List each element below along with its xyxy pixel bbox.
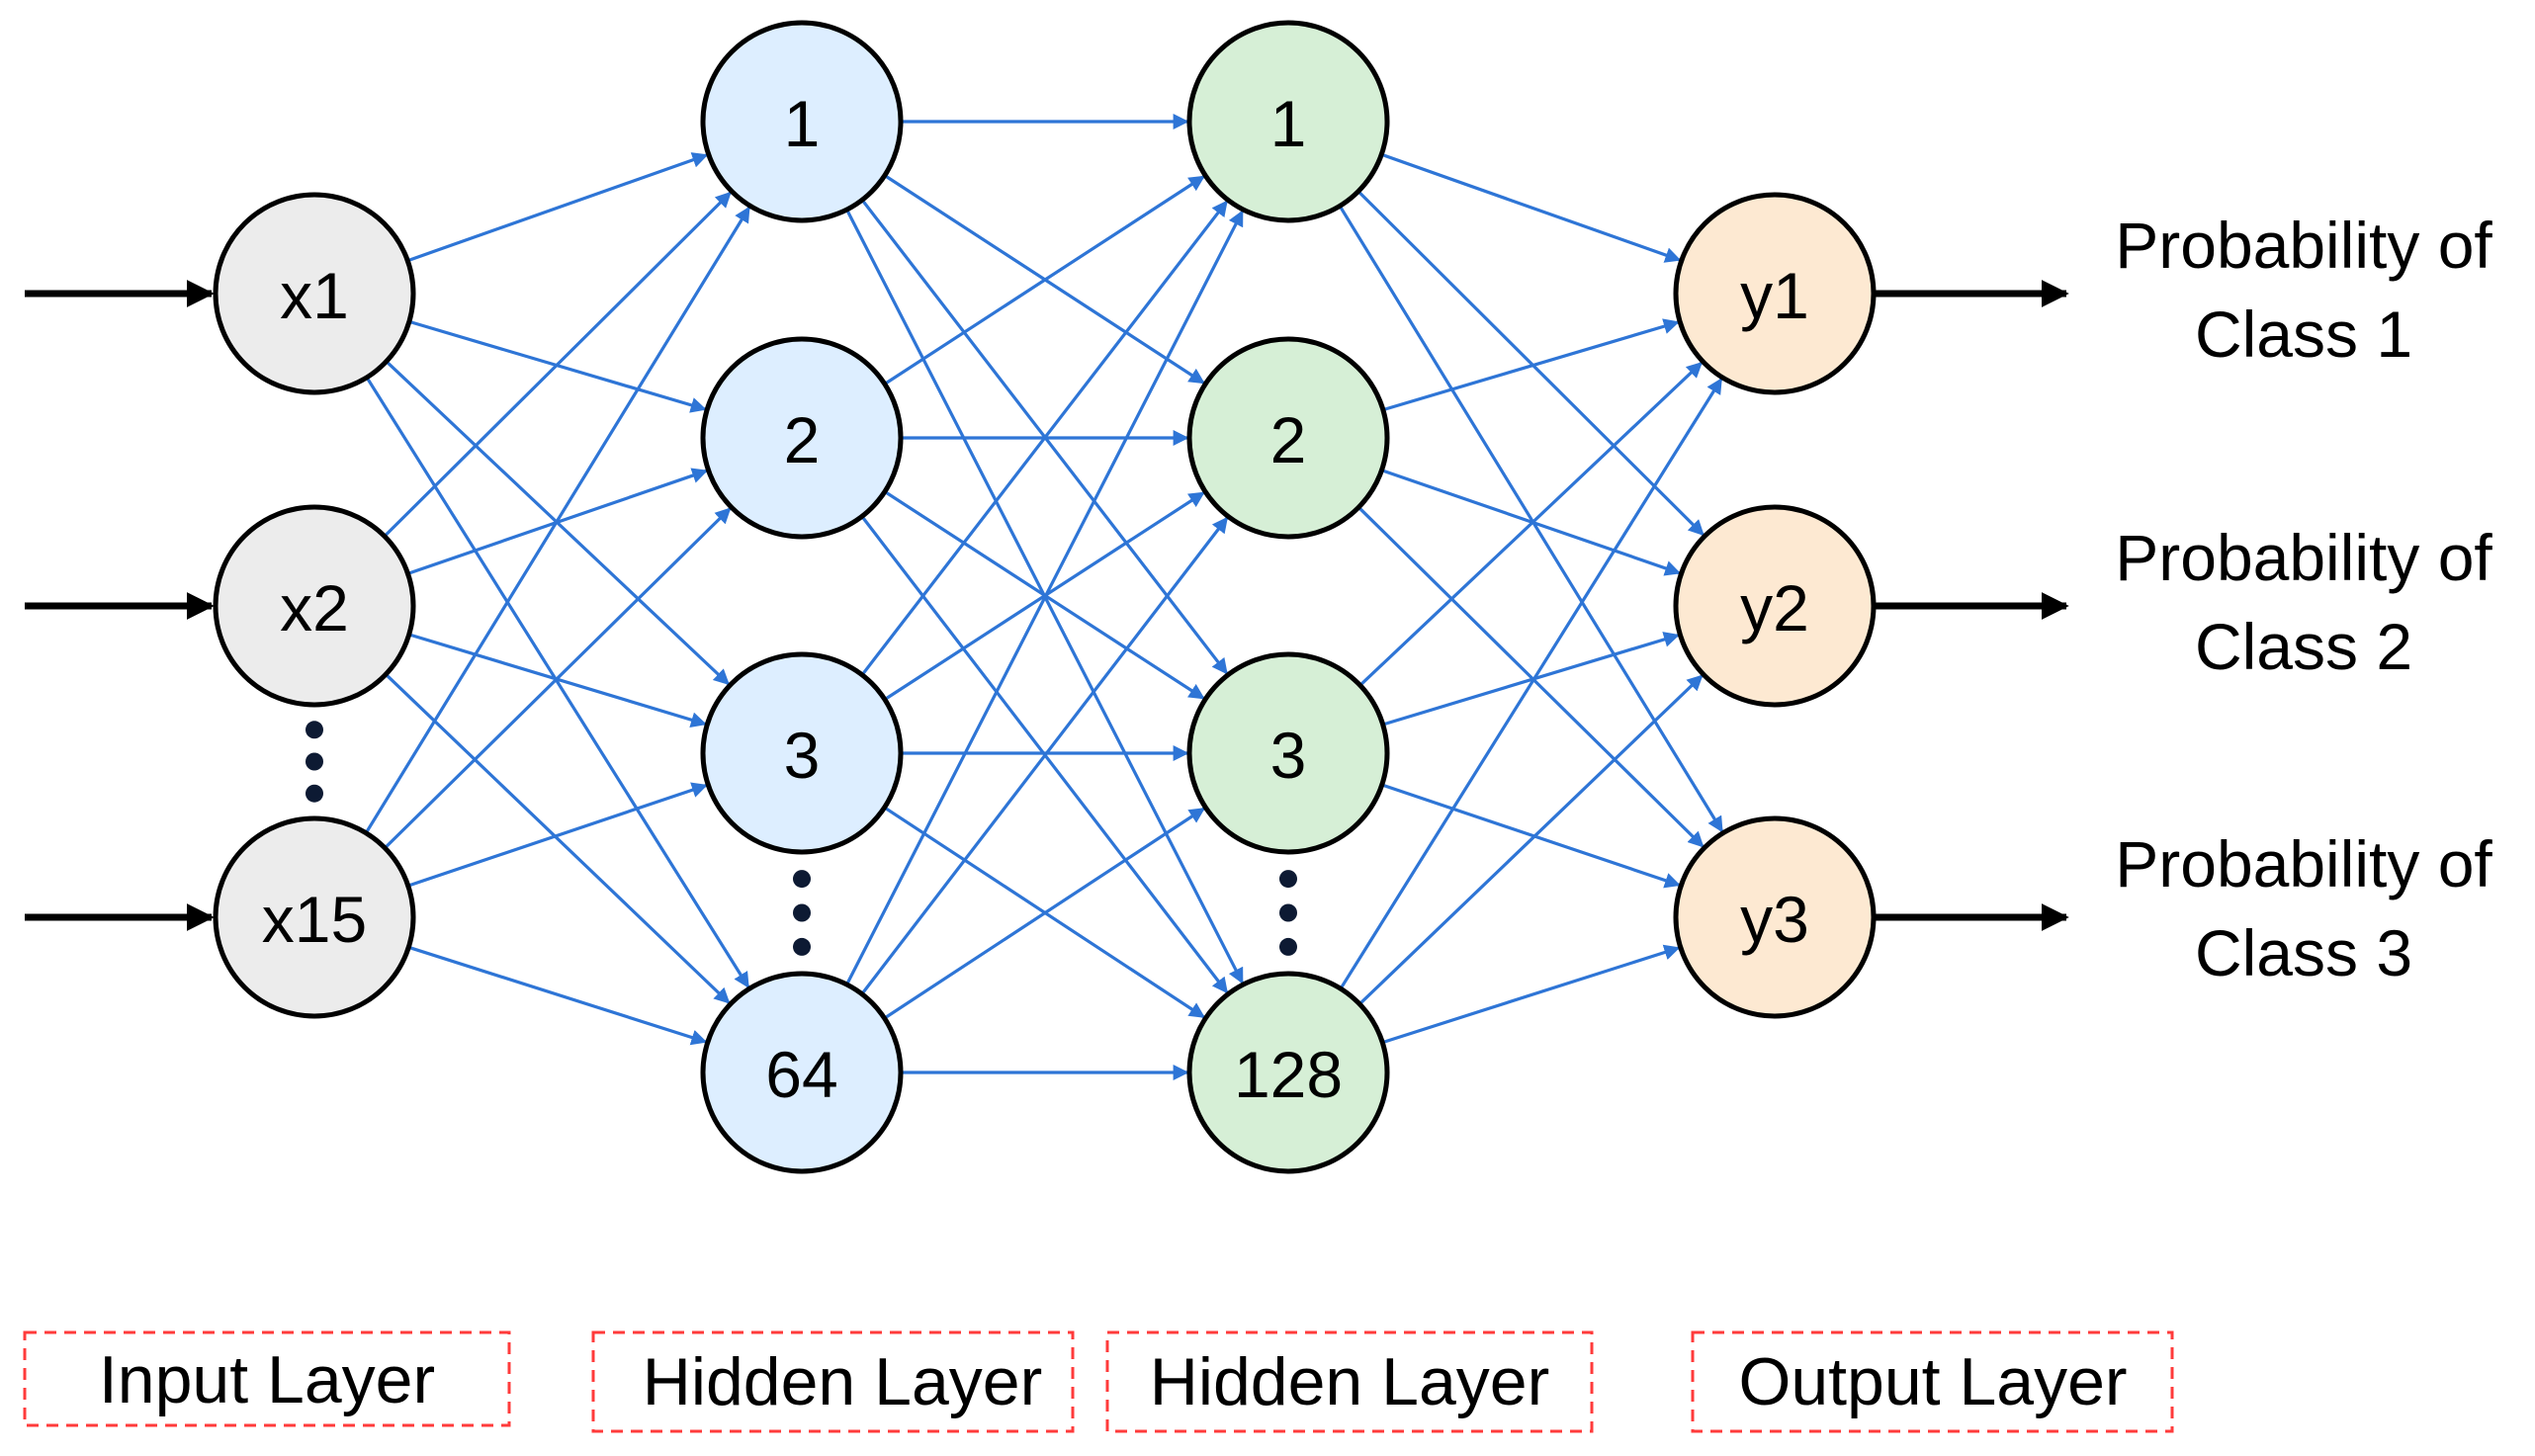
edge-input-2-to-hidden1-4 <box>385 673 731 1004</box>
hidden2-node-circle <box>1186 336 1390 540</box>
hidden-layer-2-label: Hidden Layer <box>1150 1344 1549 1419</box>
hidden2-node-3: 3 <box>1186 651 1390 855</box>
hidden1-node-2: 2 <box>700 336 904 540</box>
output-label-2-line1: Probability of <box>2115 521 2492 594</box>
hidden2-ellipsis-dot-3 <box>1279 937 1297 956</box>
output-node-3: y3 <box>1673 815 1877 1019</box>
output-layer-label-box <box>1691 1330 2174 1433</box>
edge-hidden1-2-to-hidden2-1 <box>883 175 1205 385</box>
output-layer-label: Output Layer <box>1738 1344 2127 1419</box>
output-label-1-line2: Class 1 <box>2195 298 2412 371</box>
hidden2-node-circle <box>1186 20 1390 223</box>
input-ellipsis-dot-1 <box>306 721 323 739</box>
hidden1-node-label: 3 <box>784 719 821 792</box>
edge-hidden1-4-to-hidden2-3 <box>883 807 1206 1020</box>
output-node-circle <box>1673 192 1877 395</box>
hidden2-node-label: 128 <box>1234 1038 1343 1111</box>
hidden1-ellipsis-dot-2 <box>793 903 811 922</box>
ellipsis-dots <box>306 721 1297 956</box>
output-node-label: y2 <box>1740 571 1809 644</box>
hidden-layer-1-label: Hidden Layer <box>643 1344 1042 1419</box>
output-node-label: y1 <box>1740 259 1809 332</box>
input-node-label: x2 <box>280 571 349 644</box>
input-node-circle <box>213 504 416 708</box>
input-node-label: x1 <box>280 259 349 332</box>
output-node-1: y1 <box>1673 192 1877 395</box>
hidden2-node-label: 1 <box>1270 87 1307 160</box>
output-label-3-line1: Probability of <box>2115 827 2492 900</box>
hidden1-node-circle <box>700 971 904 1174</box>
hidden1-node-4: 64 <box>700 971 904 1174</box>
io-arrows <box>25 280 2069 931</box>
connection-edges <box>364 114 1724 1080</box>
hidden2-node-label: 3 <box>1270 719 1307 792</box>
input-node-2: x2 <box>213 504 416 708</box>
output-node-label: y3 <box>1740 883 1809 956</box>
input-layer-label-box <box>23 1330 511 1427</box>
input-node-3: x15 <box>213 815 416 1019</box>
edge-hidden2-2-to-output-3 <box>1357 506 1705 848</box>
edge-hidden2-4-to-output-1 <box>1339 378 1723 990</box>
edge-hidden1-3-to-hidden2-1 <box>860 200 1229 676</box>
input-ellipsis-dot-2 <box>306 752 323 771</box>
hidden2-ellipsis-dot-2 <box>1279 903 1297 922</box>
hidden2-node-circle <box>1186 651 1390 855</box>
hidden1-node-label: 2 <box>784 403 821 476</box>
output-label-1-line1: Probability of <box>2115 209 2492 282</box>
edge-hidden2-1-to-output-2 <box>1356 190 1705 537</box>
input-node-circle <box>213 192 416 395</box>
input-node-1: x1 <box>213 192 416 395</box>
edge-input-2-to-hidden1-1 <box>383 191 732 538</box>
hidden2-node-4: 128 <box>1186 971 1390 1174</box>
hidden1-node-label: 64 <box>765 1038 837 1111</box>
output-probability-labels: Probability of Class 1 Probability of Cl… <box>2115 209 2492 989</box>
hidden2-node-label: 2 <box>1270 403 1307 476</box>
edge-hidden2-2-to-output-1 <box>1382 318 1680 412</box>
output-label-3-line2: Class 3 <box>2195 916 2412 989</box>
output-node-circle <box>1673 815 1877 1019</box>
edge-hidden2-1-to-output-1 <box>1380 152 1682 263</box>
hidden-layer-2-label-box <box>1105 1330 1594 1433</box>
neuron-nodes: x1 x2 x15 1 2 3 64 1 2 3 128 y1 y2 y3 <box>213 20 1877 1174</box>
edge-hidden2-3-to-output-2 <box>1382 632 1680 727</box>
edge-hidden2-1-to-output-3 <box>1338 205 1724 833</box>
edge-input-3-to-hidden1-4 <box>407 945 708 1046</box>
hidden1-node-3: 3 <box>700 651 904 855</box>
hidden-layer-1-label-box <box>591 1330 1075 1433</box>
hidden1-node-circle <box>700 336 904 540</box>
hidden2-ellipsis-dot-1 <box>1279 870 1297 889</box>
layer-labels: Input Layer Hidden Layer Hidden Layer Ou… <box>23 1330 2174 1433</box>
edge-hidden2-4-to-output-3 <box>1381 944 1681 1045</box>
output-label-2-line2: Class 2 <box>2195 610 2412 683</box>
input-layer-label: Input Layer <box>99 1342 435 1417</box>
output-node-2: y2 <box>1673 504 1877 708</box>
hidden1-node-circle <box>700 20 904 223</box>
hidden1-ellipsis-dot-1 <box>793 870 811 889</box>
hidden2-node-circle <box>1186 971 1390 1174</box>
hidden1-node-circle <box>700 651 904 855</box>
edge-hidden2-3-to-output-3 <box>1381 783 1681 889</box>
edge-hidden1-4-to-hidden2-1 <box>845 210 1245 985</box>
edge-hidden2-3-to-output-1 <box>1358 361 1704 687</box>
edge-hidden2-2-to-output-2 <box>1380 469 1682 576</box>
hidden1-node-1: 1 <box>700 20 904 223</box>
input-node-circle <box>213 815 416 1019</box>
edge-input-3-to-hidden1-3 <box>407 782 708 888</box>
input-node-label: x15 <box>262 883 367 956</box>
edge-hidden2-4-to-output-2 <box>1358 674 1704 1005</box>
hidden2-node-1: 1 <box>1186 20 1390 223</box>
output-node-circle <box>1673 504 1877 708</box>
edge-hidden1-4-to-hidden2-2 <box>860 516 1229 995</box>
input-ellipsis-dot-3 <box>306 784 323 803</box>
hidden1-node-label: 1 <box>784 87 821 160</box>
edge-input-3-to-hidden1-2 <box>384 507 732 850</box>
edge-input-1-to-hidden1-1 <box>406 152 709 263</box>
hidden2-node-2: 2 <box>1186 336 1390 540</box>
edge-input-3-to-hidden1-1 <box>364 206 751 834</box>
hidden1-ellipsis-dot-3 <box>793 937 811 956</box>
edge-input-1-to-hidden1-4 <box>365 376 750 988</box>
